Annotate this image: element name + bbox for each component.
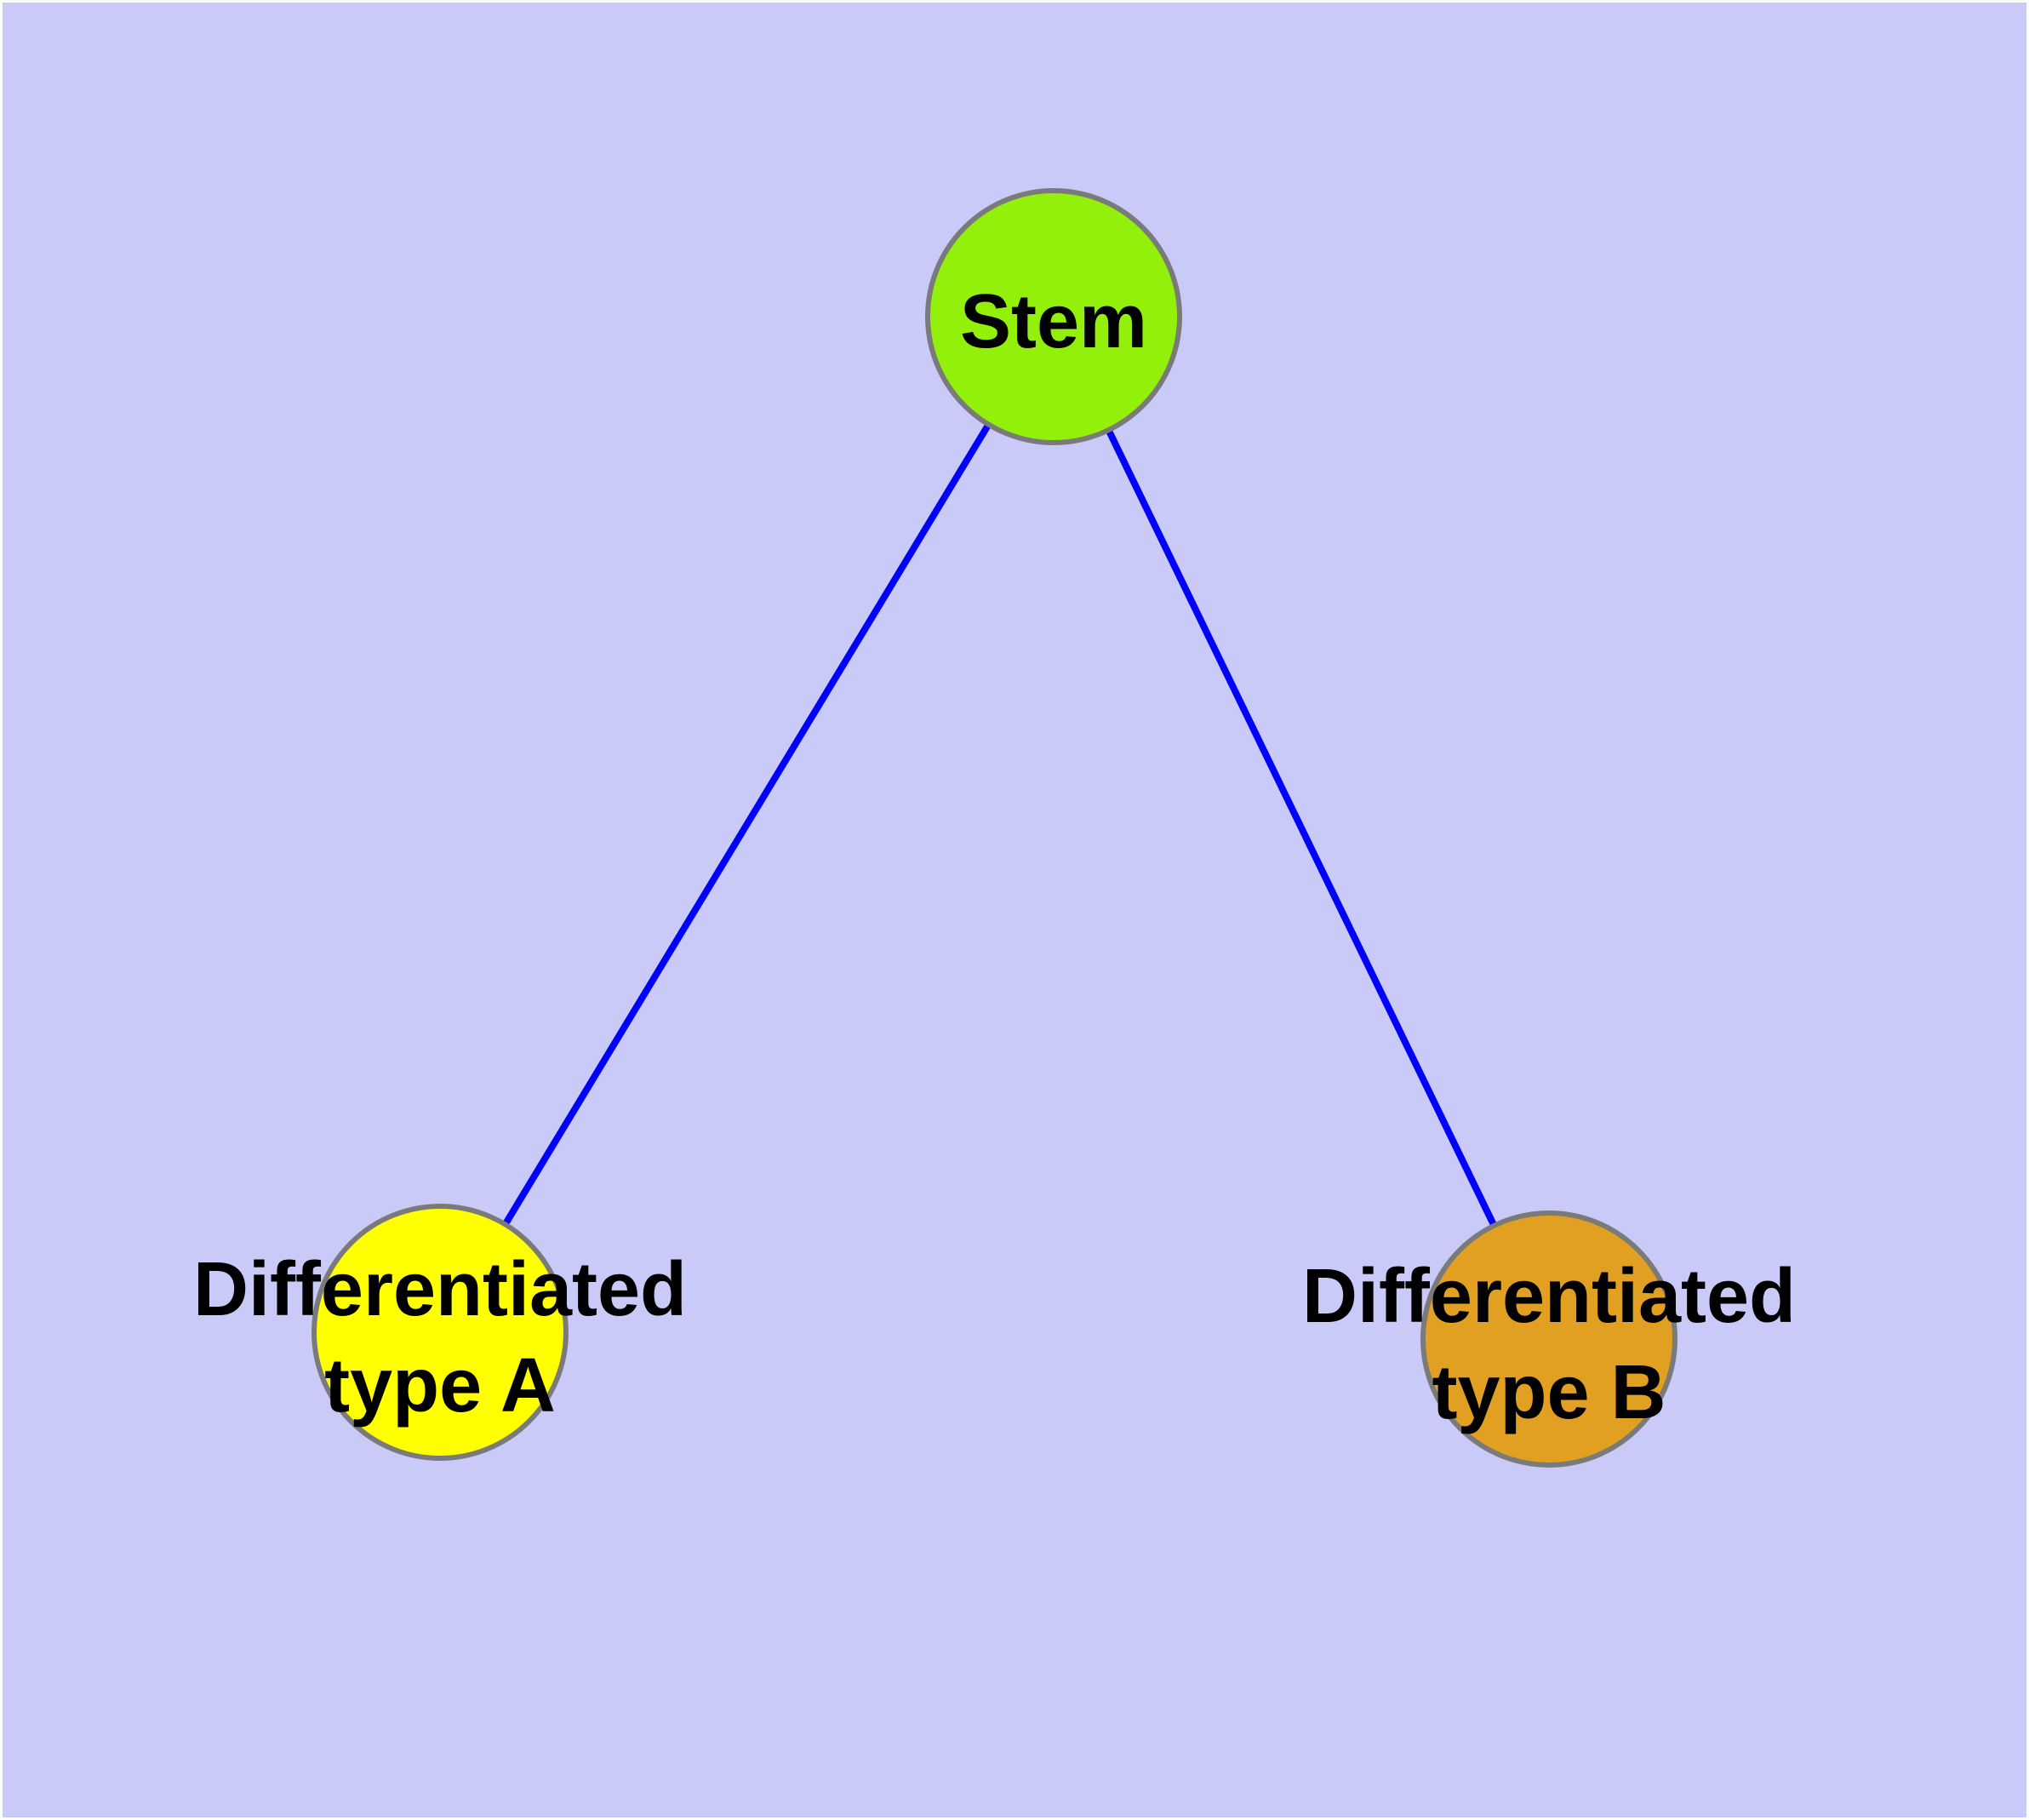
stem-node-circle [925, 188, 1182, 445]
stem-node: Stem [925, 188, 1182, 445]
type-b-node: Differentiated type B [1302, 1210, 1796, 1468]
edge-stem-to-type-b [1050, 315, 1552, 1341]
type-a-node-label-line2: type A [324, 1343, 556, 1428]
stem-node-label: Stem [960, 279, 1147, 364]
type-a-node: Differentiated type A [193, 1204, 687, 1461]
type-a-node-circle [311, 1204, 569, 1461]
type-a-node-label-line1: Differentiated [193, 1247, 687, 1332]
type-b-node-circle [1420, 1210, 1677, 1468]
edge-stem-to-type-a [437, 314, 1057, 1335]
type-b-node-label-line2: type B [1432, 1350, 1666, 1435]
edges [437, 314, 1552, 1341]
type-b-node-label-line1: Differentiated [1302, 1254, 1796, 1339]
